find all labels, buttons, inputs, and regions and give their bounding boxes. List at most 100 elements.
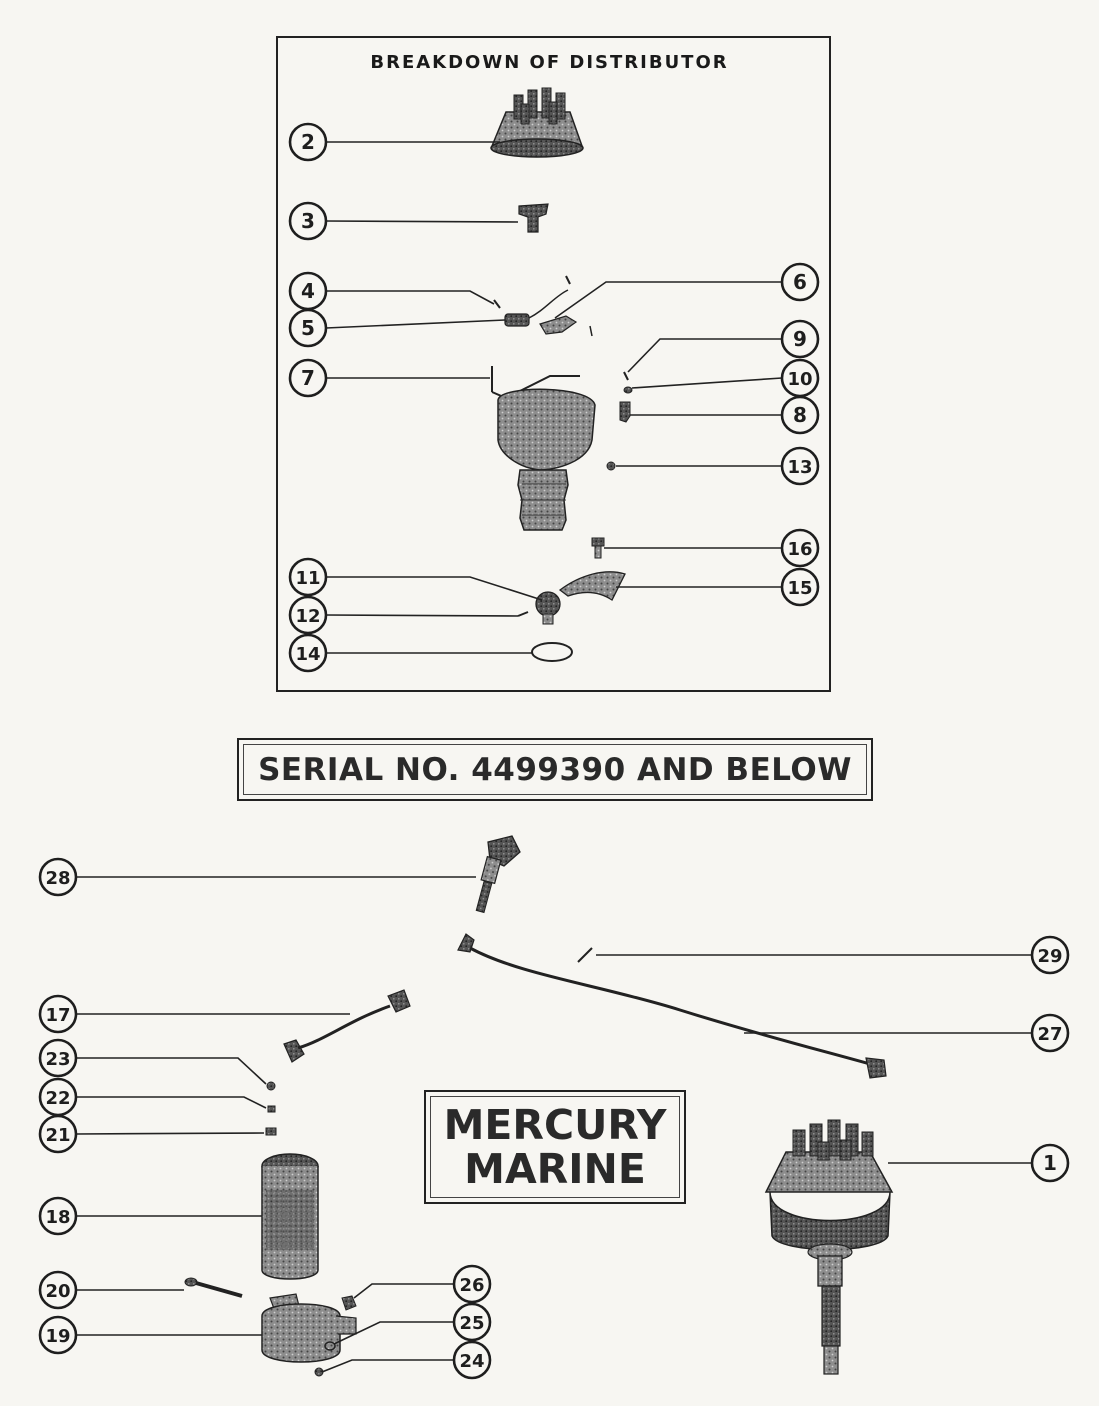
breakdown-frame (276, 36, 831, 692)
brand-label: MERCURY MARINE (424, 1090, 686, 1204)
callout-circle (780, 567, 820, 607)
callout-19: 19 (38, 1315, 262, 1355)
callout-number: 12 (295, 606, 320, 627)
rotor-part (518, 203, 549, 233)
leader-line (631, 377, 783, 389)
hold-down-clamp-part (558, 571, 626, 601)
callout-number: 27 (1037, 1024, 1062, 1045)
callout-23: 23 (38, 1038, 267, 1085)
callout-18: 18 (38, 1196, 262, 1236)
callout-number: 16 (787, 539, 812, 560)
callout-number: 26 (459, 1275, 484, 1296)
callout-number: 28 (45, 868, 70, 889)
callout-circle (780, 446, 820, 486)
leader-line (326, 290, 495, 305)
leader-line (326, 576, 543, 601)
callout-circle (288, 557, 328, 597)
leader-line (75, 1132, 265, 1135)
callout-13: 13 (616, 446, 820, 486)
leader-line (325, 319, 506, 329)
callout-number: 8 (793, 403, 807, 427)
callout-27: 27 (744, 1013, 1070, 1053)
callout-8: 8 (630, 395, 820, 435)
coil-lead-wire-part (283, 989, 411, 1063)
callout-number: 15 (787, 578, 812, 599)
leader-line (325, 614, 519, 617)
callout-5: 5 (288, 308, 506, 348)
serial-number-text: SERIAL NO. 4499390 AND BELOW (258, 751, 852, 788)
callout-15: 15 (616, 567, 820, 607)
callout-circle (288, 595, 328, 635)
callout-number: 10 (787, 369, 812, 390)
callout-number: 14 (295, 644, 320, 665)
o-ring-part (531, 642, 573, 662)
callout-7: 7 (288, 358, 490, 398)
callout-9: 9 (627, 319, 820, 373)
drive-gear-part (535, 591, 561, 625)
callout-6: 6 (554, 262, 820, 319)
callout-number: 3 (301, 209, 315, 233)
callout-16: 16 (604, 528, 820, 568)
callout-circle (38, 1038, 78, 1078)
callout-number: 13 (787, 457, 812, 478)
callout-29: 29 (596, 935, 1070, 975)
callout-1: 1 (888, 1143, 1070, 1183)
callout-circle (288, 308, 328, 348)
small-pin-part (577, 947, 593, 963)
callout-28: 28 (38, 857, 476, 897)
callout-number: 29 (1037, 946, 1062, 967)
callout-circle (1030, 1143, 1070, 1183)
callout-17: 17 (38, 994, 350, 1034)
callout-number: 22 (45, 1088, 70, 1109)
callout-circle (38, 1315, 78, 1355)
callout-circle (780, 262, 820, 302)
roll-pin-part (517, 611, 529, 617)
leader-line (554, 281, 782, 319)
callout-number: 4 (301, 279, 315, 303)
callout-circle (780, 395, 820, 435)
callout-circle (1030, 935, 1070, 975)
callout-number: 1 (1043, 1151, 1057, 1175)
callout-number: 24 (459, 1351, 484, 1372)
leader-line (627, 338, 782, 373)
callout-14: 14 (288, 633, 532, 673)
callout-circle (1030, 1013, 1070, 1053)
callout-number: 21 (45, 1125, 70, 1146)
callout-circle (452, 1302, 492, 1342)
leader-line (325, 220, 519, 223)
callout-circle (780, 319, 820, 359)
distributor-assembly-part (764, 1119, 894, 1375)
callout-number: 18 (45, 1207, 70, 1228)
callout-circle (288, 358, 328, 398)
callout-circle (38, 994, 78, 1034)
coil-bracket-part (261, 1293, 357, 1363)
callout-26: 26 (353, 1264, 492, 1304)
callout-number: 9 (793, 327, 807, 351)
callout-number: 11 (295, 568, 320, 589)
callout-circle (288, 633, 328, 673)
breakdown-title: BREAKDOWN OF DISTRIBUTOR (370, 52, 729, 73)
callout-3: 3 (288, 201, 519, 241)
leader-line (333, 1321, 454, 1345)
ignition-coil-part (261, 1153, 319, 1280)
callout-circle (38, 857, 78, 897)
brand-line-1: MERCURY (443, 1101, 667, 1149)
callout-number: 20 (45, 1281, 70, 1302)
leader-line (353, 1283, 454, 1299)
callout-number: 7 (301, 366, 315, 390)
callout-circle (38, 1196, 78, 1236)
brand-line-2: MARINE (464, 1145, 646, 1193)
washer-part (606, 461, 616, 471)
distributor-cap-part (490, 87, 584, 158)
callout-number: 23 (45, 1049, 70, 1070)
callout-circle (452, 1264, 492, 1304)
callout-number: 25 (459, 1313, 484, 1334)
points-condenser-part (493, 275, 593, 337)
callout-22: 22 (38, 1077, 267, 1117)
callout-25: 25 (333, 1302, 492, 1345)
callout-number: 19 (45, 1326, 70, 1347)
leader-line (76, 1096, 267, 1109)
callout-20: 20 (38, 1270, 184, 1310)
callout-circle (288, 122, 328, 162)
